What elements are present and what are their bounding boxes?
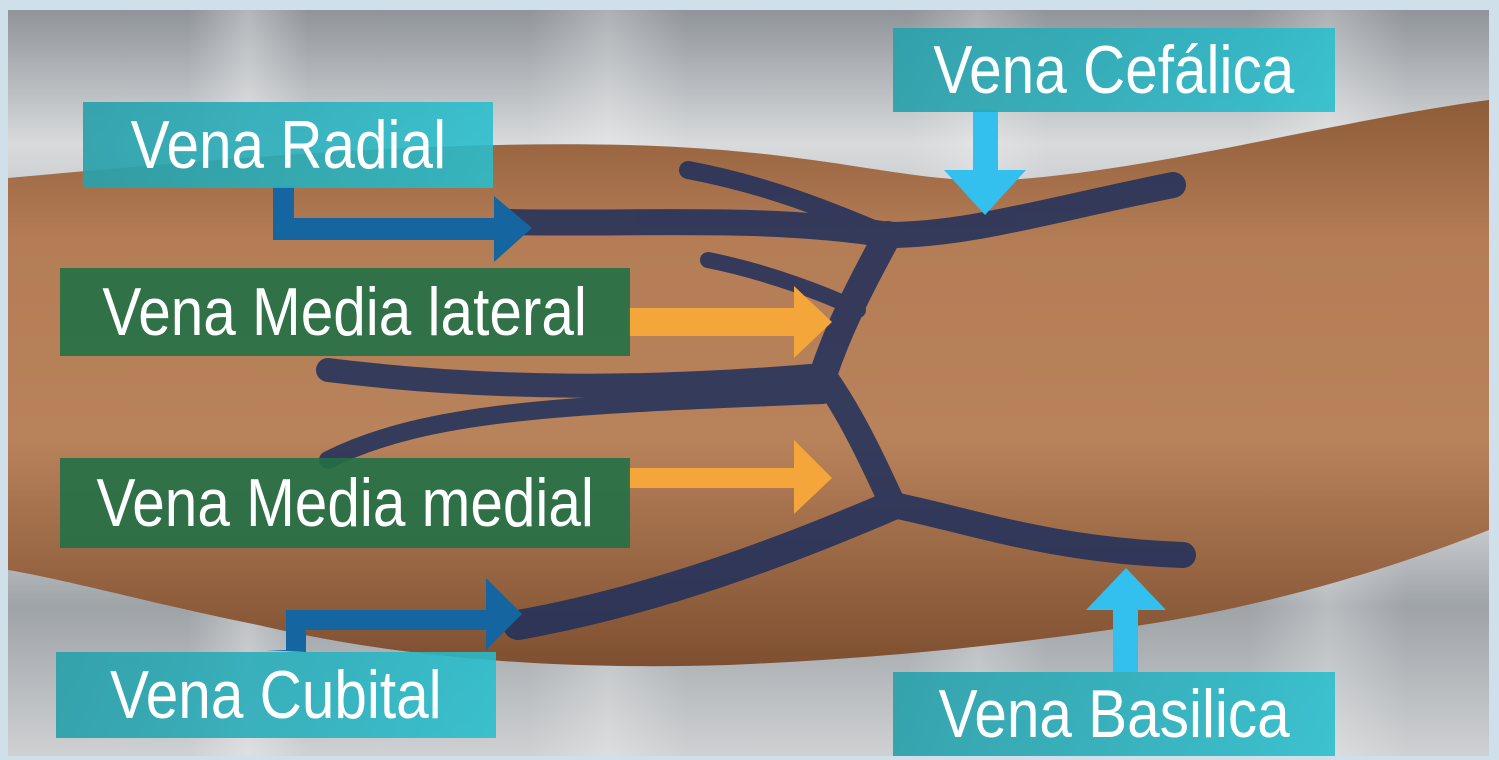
label-vena-basilica: Vena Basilica — [893, 672, 1335, 756]
label-vena-media-lateral: Vena Media lateral — [60, 268, 630, 356]
label-vena-media-medial: Vena Media medial — [60, 458, 630, 548]
label-vena-cubital: Vena Cubital — [56, 652, 496, 738]
label-vena-radial: Vena Radial — [83, 102, 493, 188]
label-vena-cefalica: Vena Cefálica — [893, 28, 1335, 112]
forearm-photo: Vena Radial Vena Cefálica Vena Media lat… — [8, 10, 1489, 756]
